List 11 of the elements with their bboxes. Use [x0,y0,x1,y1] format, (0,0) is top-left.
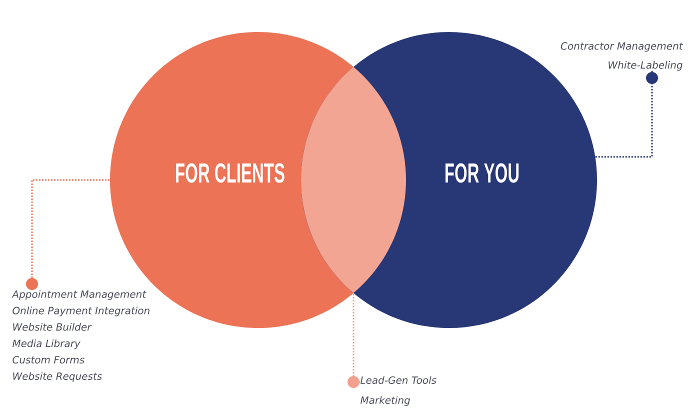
leader-line [26,179,110,290]
item-label: Media Library [12,339,80,350]
leader-line [348,293,360,388]
overlap-region [301,66,406,294]
item-label: Marketing [360,396,410,406]
item-label: Lead-Gen Tools [360,376,436,384]
leader-line [595,70,658,158]
item-label: Custom Forms [12,356,84,364]
item-label: Website Requests [13,372,102,382]
item-label: Website Builder [13,323,92,331]
item-label: White-Labeling [608,61,682,71]
